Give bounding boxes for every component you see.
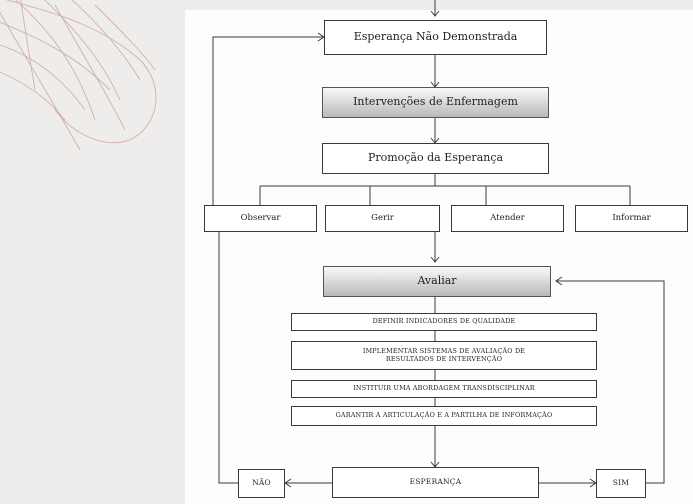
node-instituir-abordagem: INSTITUIR UMA ABORDAGEM TRANSDISCIPLINAR [291,380,597,398]
node-label: IMPLEMENTAR SISTEMAS DE AVALIAÇÃO DE RES… [362,347,526,363]
node-label: Avaliar [417,274,457,288]
node-label: Informar [612,212,651,223]
node-label: Observar [240,212,281,223]
node-gerir: Gerir [325,205,440,232]
node-informar: Informar [575,205,688,232]
node-label: DEFINIR INDICADORES DE QUALIDADE [372,317,516,326]
node-implementar-sistemas: IMPLEMENTAR SISTEMAS DE AVALIAÇÃO DE RES… [291,341,597,370]
node-label: INSTITUIR UMA ABORDAGEM TRANSDISCIPLINAR [353,384,535,393]
node-label: Promoção da Esperança [367,151,504,165]
node-garantir-articulacao: GARANTIR A ARTICULAÇÃO E A PARTILHA DE I… [291,406,597,426]
node-label: GARANTIR A ARTICULAÇÃO E A PARTILHA DE I… [335,411,553,420]
node-esperanca: ESPERANÇA [332,467,539,498]
node-nao: NÃO [238,469,285,498]
node-definir-indicadores: DEFINIR INDICADORES DE QUALIDADE [291,313,597,331]
node-observar: Observar [204,205,317,232]
node-esperanca-nao-demonstrada: Esperança Não Demonstrada [324,20,547,55]
node-sim: SIM [596,469,646,498]
node-atender: Atender [451,205,564,232]
node-promocao-da-esperanca: Promoção da Esperança [322,143,549,174]
monstera-leaf-decoration [0,0,157,151]
node-label: Atender [490,212,525,223]
node-label: NÃO [252,478,271,488]
node-avaliar: Avaliar [323,266,551,297]
node-label: Gerir [371,212,394,223]
node-label: Esperança Não Demonstrada [353,30,518,44]
node-label: ESPERANÇA [409,477,462,487]
node-label: Intervenções de Enfermagem [353,95,518,109]
node-label: SIM [612,478,630,488]
node-intervencoes-de-enfermagem: Intervenções de Enfermagem [322,87,549,118]
